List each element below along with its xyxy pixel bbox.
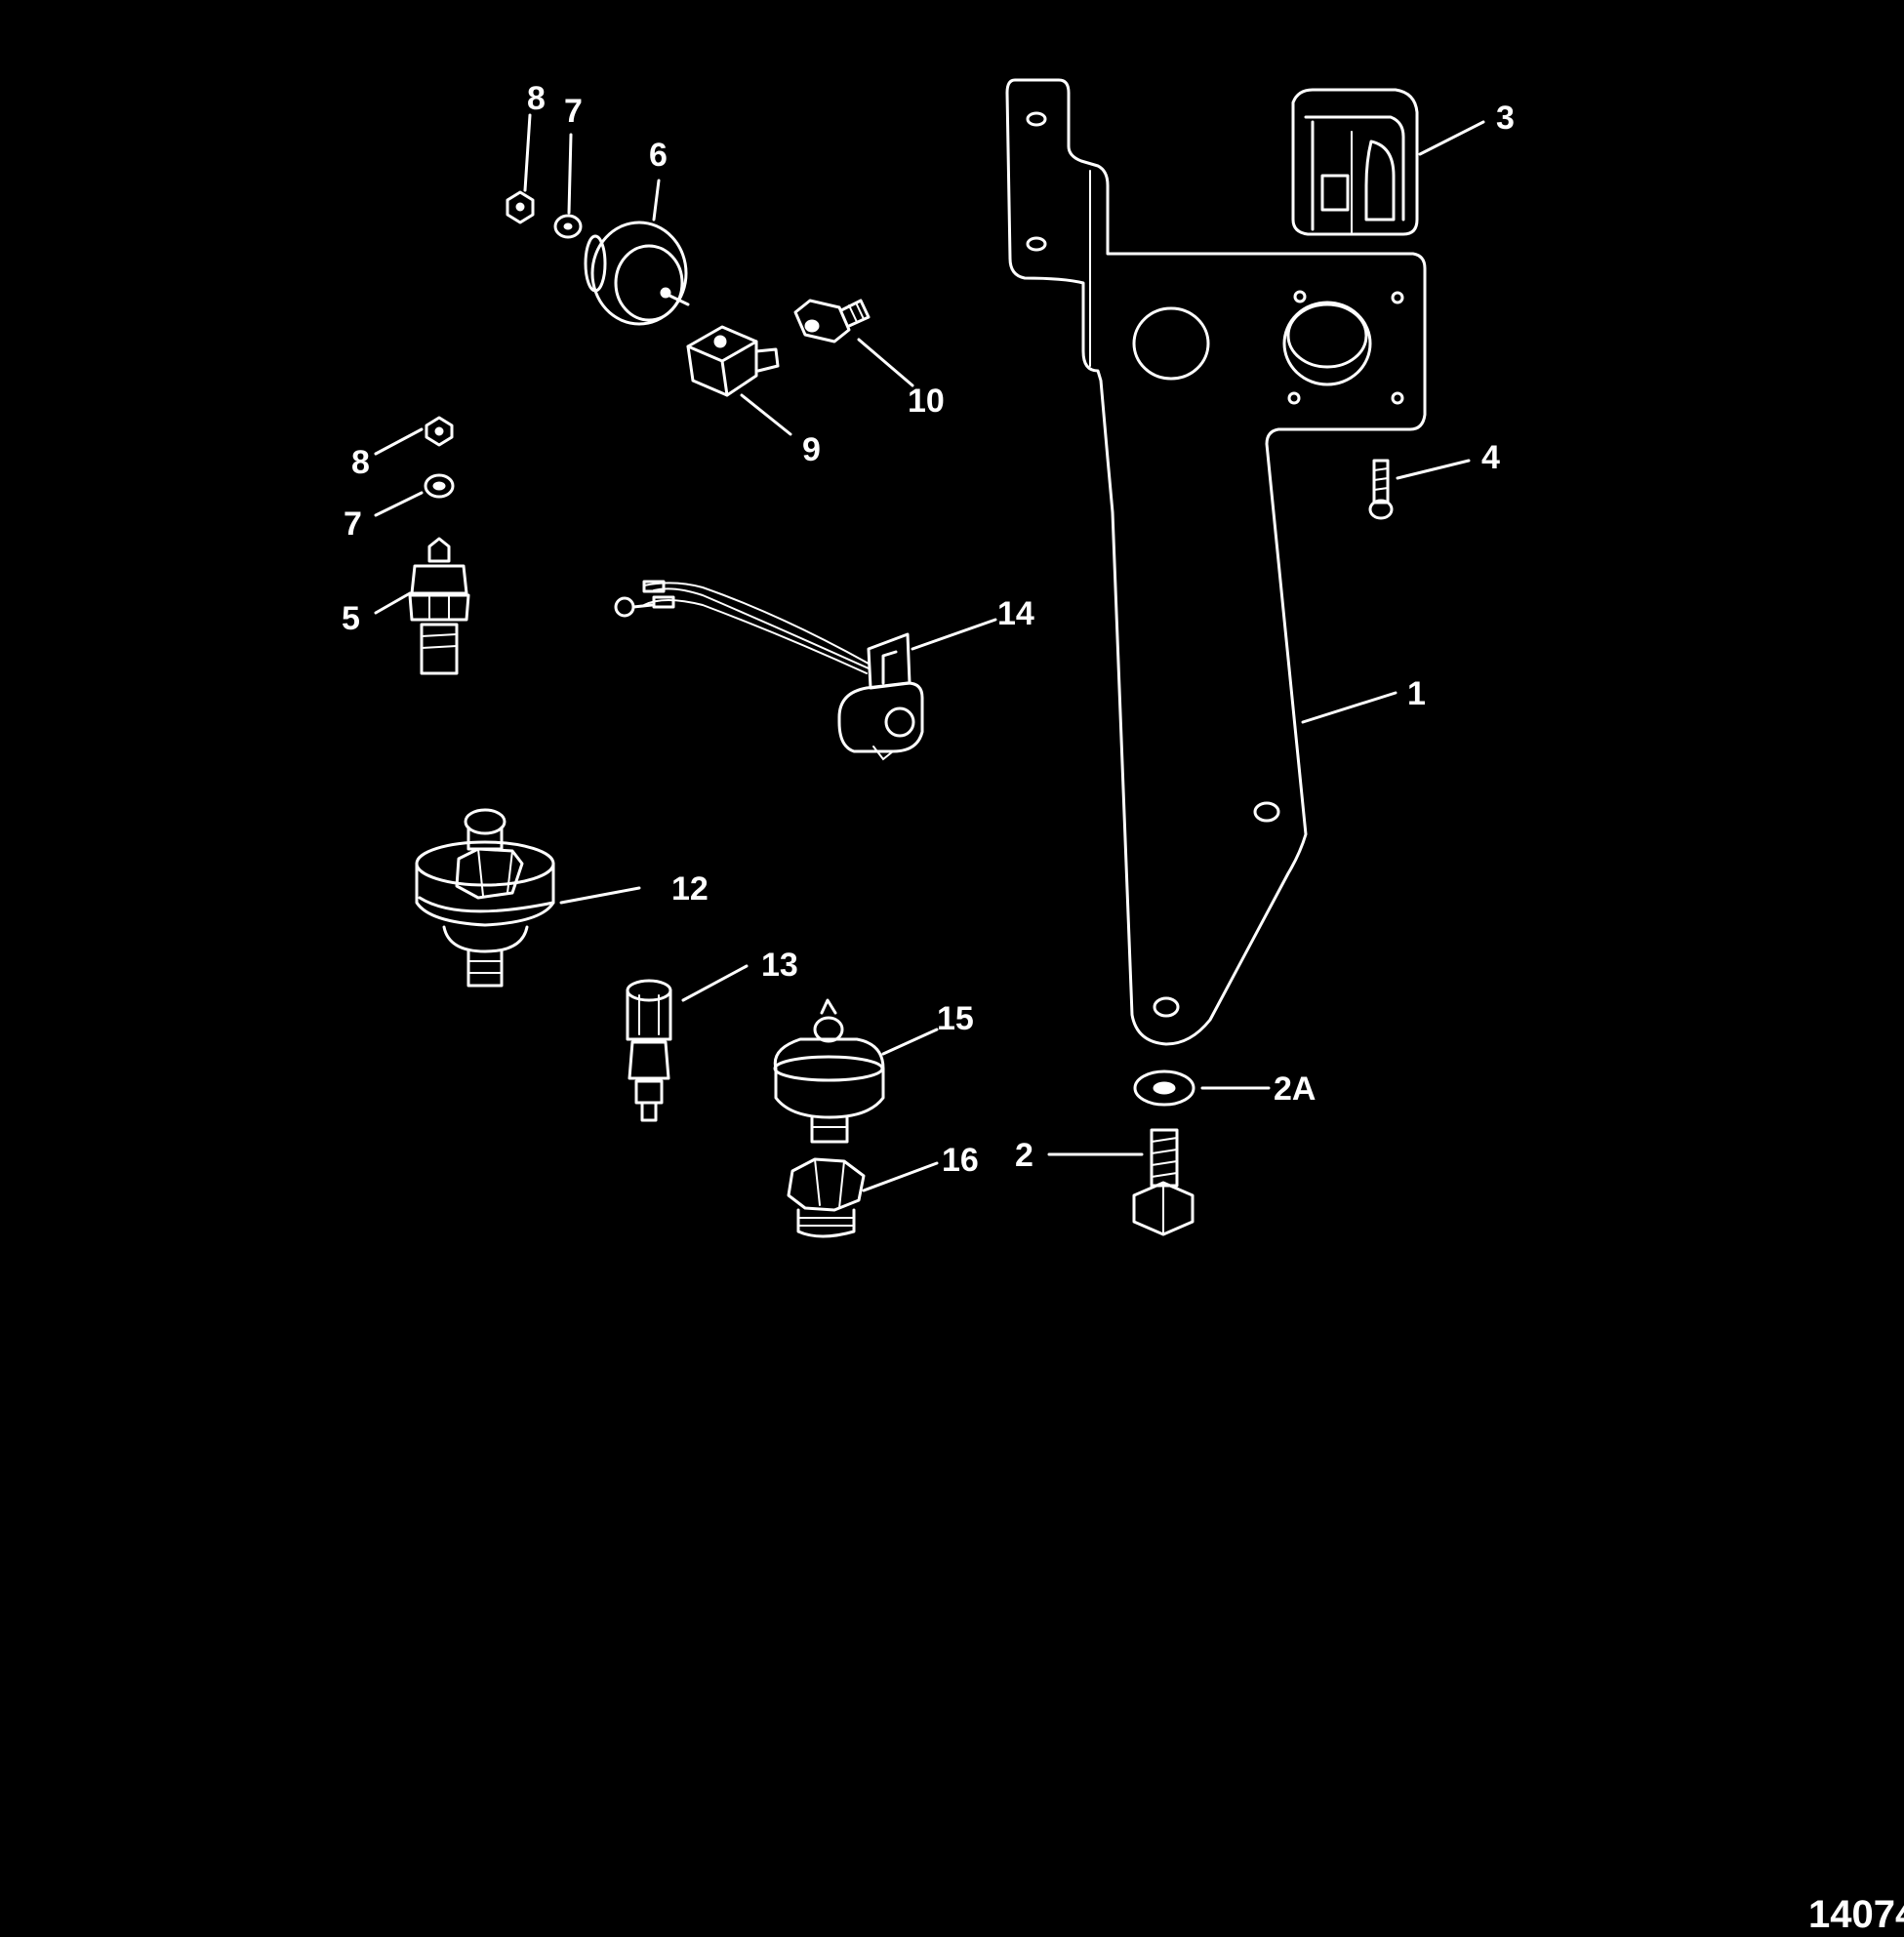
leader-13 — [681, 964, 749, 1002]
callout-5: 5 — [342, 600, 360, 637]
callout-12: 12 — [671, 870, 709, 908]
callout-labels: 1 2 2A 3 4 5 6 7 8 8 7 9 10 12 13 14 15 … — [342, 80, 1515, 1179]
part-6-buzzer — [584, 221, 690, 326]
part-12-pressure-switch — [415, 808, 555, 988]
callout-15: 15 — [937, 1000, 974, 1037]
leader-14 — [911, 618, 997, 651]
part-16-plug — [787, 1157, 866, 1238]
leader-4 — [1396, 459, 1471, 480]
callout-1: 1 — [1407, 675, 1426, 712]
leader-5 — [374, 591, 412, 615]
leader-16 — [862, 1161, 939, 1192]
part-10-adapter — [793, 299, 871, 343]
callout-8-upper: 8 — [527, 80, 546, 117]
leader-12 — [559, 886, 641, 905]
part-5-sender — [408, 537, 470, 675]
leader-8a — [523, 113, 532, 192]
leader-7a — [567, 133, 573, 215]
callout-14: 14 — [997, 595, 1034, 632]
part-14-sensor-harness — [614, 580, 924, 761]
callout-9: 9 — [802, 431, 821, 468]
leader-3 — [1418, 120, 1485, 156]
figure-number: 14074 — [1808, 1893, 1904, 1936]
callout-6: 6 — [649, 137, 668, 174]
leader-15 — [881, 1028, 939, 1056]
callout-7-upper: 7 — [564, 93, 583, 130]
part-2-bolt — [1132, 1128, 1195, 1236]
callout-13: 13 — [761, 947, 798, 984]
leader-10 — [857, 338, 914, 387]
callout-7-lower: 7 — [344, 505, 362, 543]
part-1-bracket — [1005, 78, 1427, 1046]
callout-2: 2 — [1015, 1137, 1033, 1174]
callout-16: 16 — [942, 1142, 979, 1179]
callout-3: 3 — [1496, 100, 1515, 137]
callout-10: 10 — [908, 383, 945, 420]
leader-8b — [374, 427, 424, 456]
part-13-fitting — [626, 979, 672, 1122]
part-7-washer-lower — [424, 473, 455, 499]
leader-lines — [374, 113, 1485, 1192]
part-4-screw — [1368, 459, 1394, 520]
part-7-washer-upper — [553, 214, 583, 239]
callout-2a: 2A — [1274, 1070, 1316, 1108]
part-9-block — [686, 325, 780, 397]
callout-4: 4 — [1481, 439, 1500, 476]
leader-6 — [652, 179, 661, 222]
leader-7b — [374, 491, 424, 517]
leader-9 — [740, 393, 792, 436]
part-3-clip — [1291, 88, 1419, 236]
part-8-nut-upper — [506, 190, 535, 224]
part-15-sender — [773, 998, 885, 1144]
callout-8-lower: 8 — [351, 444, 370, 481]
part-2a-washer — [1133, 1069, 1195, 1107]
leader-1 — [1301, 691, 1398, 724]
part-8-nut-lower — [425, 416, 454, 447]
